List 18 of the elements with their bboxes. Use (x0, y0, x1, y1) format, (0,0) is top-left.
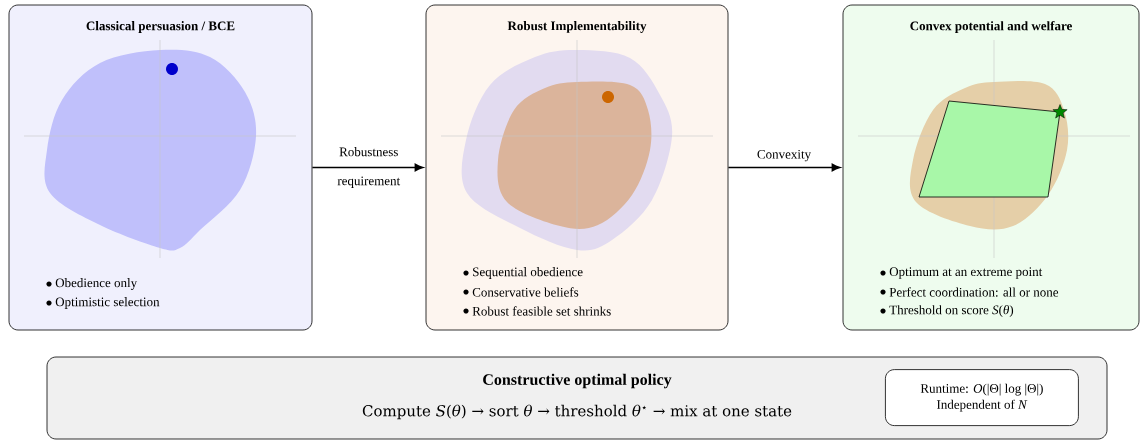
bullet-item: Sequential obedience (463, 267, 583, 279)
formula-line: Compute S(θ) → sort θ → threshold θ$^{⋆}$ → mix at one state (362, 404, 792, 420)
bullet-item: Conservative beliefs (463, 287, 579, 297)
panel-title: Robust Implementability (507, 21, 647, 33)
runtime-box: Runtime: O(|Θ| log |Θ|) Independent of N (885, 369, 1079, 426)
arrow (311, 163, 424, 172)
bullet-item: Robust feasible set shrinks (463, 306, 611, 316)
bullet-item: Threshold on score S(θ) (880, 305, 1014, 317)
edge-label: Robustness requirement (337, 147, 401, 188)
edge-label: Convexity (757, 149, 812, 162)
panel-title: Convex potential and welfare (910, 21, 1072, 33)
summary-title: Constructive optimal policy (483, 373, 672, 389)
bullet-item: Obedience only (46, 278, 138, 290)
arrow (727, 163, 841, 172)
bullet-item: Optimum at an extreme point (880, 267, 1043, 279)
bullet-item: Optimistic selection (46, 297, 160, 309)
panel-title: Classical persuasion / BCE (86, 21, 235, 33)
bullet-item: Perfect coordination: all or none (880, 287, 1059, 297)
